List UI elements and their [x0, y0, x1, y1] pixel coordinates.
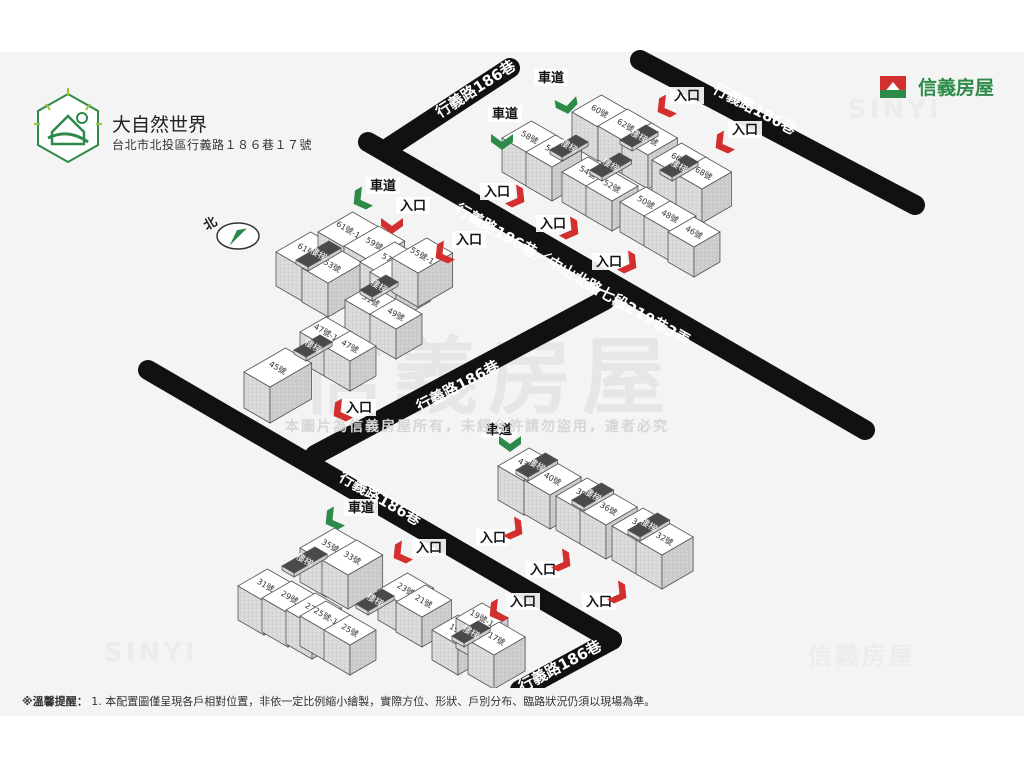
- entrance-label: 入口: [452, 231, 486, 248]
- footnote-text: 1. 本配置圖僅呈現各戶相對位置，非依一定比例縮小繪製，實際方位、形狀、戶別分布…: [91, 695, 656, 708]
- svg-text:車道: 車道: [348, 500, 374, 516]
- svg-text:入口: 入口: [586, 595, 612, 610]
- stairwell-block: 樓梯: [293, 334, 333, 362]
- svg-text:入口: 入口: [732, 123, 758, 138]
- entrance-label: 入口: [476, 529, 510, 546]
- unit-block: 46號: [667, 216, 721, 278]
- footnote-label: ※溫馨提醒：: [22, 695, 88, 708]
- svg-text:入口: 入口: [416, 541, 442, 556]
- watermark-sinyi-bottom: SINYI: [104, 638, 198, 668]
- svg-text:入口: 入口: [456, 233, 482, 248]
- svg-text:入口: 入口: [530, 563, 556, 578]
- entrance-label: 入口: [342, 399, 376, 416]
- driveway-label: 車道: [488, 105, 522, 122]
- watermark-notice: 本圖片為信義房屋所有，未經允許請勿盜用，違者必究: [285, 419, 669, 435]
- unit-block: 25號: [323, 614, 377, 676]
- brand-name: 信義房屋: [918, 76, 995, 99]
- footnote: ※溫馨提醒： 1. 本配置圖僅呈現各戶相對位置，非依一定比例縮小繪製，實際方位、…: [0, 688, 1024, 716]
- svg-text:入口: 入口: [596, 255, 622, 270]
- entrance-label: 入口: [480, 183, 514, 200]
- unit-block: 32號: [635, 521, 694, 590]
- unit-block: 33號: [321, 539, 384, 610]
- svg-text:入口: 入口: [480, 531, 506, 546]
- svg-text:入口: 入口: [674, 89, 700, 104]
- driveway-label: 車道: [534, 69, 568, 86]
- entrance-label: 入口: [412, 539, 446, 556]
- roads: [138, 50, 925, 700]
- entrance-label: 入口: [728, 121, 762, 138]
- svg-text:入口: 入口: [540, 217, 566, 232]
- unit-block: 45號: [243, 347, 313, 424]
- brand-name-wrapper: 信義房屋: [910, 72, 994, 100]
- entrance-label: 入口: [536, 215, 570, 232]
- brand-logo-mark: [880, 76, 906, 98]
- stairwell-block: 樓梯: [359, 274, 399, 302]
- svg-text:車道: 車道: [370, 178, 396, 194]
- unit-block: 17號: [467, 621, 526, 690]
- north-compass: 北: [201, 214, 260, 250]
- driveway-arrow-icon: [499, 436, 521, 452]
- compass-label: 北: [201, 214, 220, 233]
- road-label-lower: 行義路186巷: [335, 467, 425, 529]
- stairwell-block: 樓梯: [515, 452, 559, 482]
- entrance-label: 入口: [526, 561, 560, 578]
- stairwell-block: 樓梯: [295, 240, 342, 272]
- svg-text:入口: 入口: [346, 401, 372, 416]
- project-title: 大自然世界: [112, 114, 208, 136]
- unit-block: 21號: [395, 584, 453, 648]
- driveway-label: 車道: [366, 177, 400, 194]
- road-top-left: [375, 58, 520, 160]
- svg-text:車道: 車道: [492, 106, 518, 122]
- entrance-label: 入口: [582, 593, 616, 610]
- entrance-label: 入口: [396, 197, 430, 214]
- entrance-label: 入口: [506, 593, 540, 610]
- road-bottom: [510, 630, 622, 700]
- svg-text:車道: 車道: [486, 422, 512, 438]
- stairwell-block: 樓梯: [451, 620, 491, 648]
- watermark-brand-bottom: 信義房屋: [808, 642, 916, 670]
- road-diagonal-upper: [358, 132, 875, 440]
- stairwell-block: 樓梯: [355, 588, 395, 616]
- svg-text:入口: 入口: [510, 595, 536, 610]
- svg-text:入口: 入口: [400, 199, 426, 214]
- entrance-arrow-icon: [388, 540, 413, 568]
- svg-text:車道: 車道: [538, 70, 564, 86]
- road-connector: [305, 290, 615, 465]
- driveway-label: 車道: [482, 421, 516, 438]
- stairwell-block: 樓梯: [571, 482, 615, 512]
- unit-block: 49號: [369, 298, 423, 360]
- stairwell-block: 樓梯: [589, 152, 633, 182]
- stairwell-block: 樓梯: [281, 546, 328, 578]
- driveway-label: 車道: [344, 499, 378, 516]
- stairwell-block: 樓梯: [627, 512, 671, 542]
- project-address: 台北市北投區行義路１８６巷１７號: [112, 138, 313, 152]
- stairwell-block: 樓梯: [619, 124, 659, 152]
- unit-block: 53號: [301, 247, 364, 318]
- stairwell-block: 樓梯: [549, 134, 589, 162]
- building-blocks: 60號58號56號62號64號54號52號66號68號50號48號46號樓梯樓梯…: [237, 94, 733, 690]
- stairwell-block: 樓梯: [659, 154, 699, 182]
- unit-block: 47號: [323, 330, 377, 392]
- project-logo-icon: [34, 88, 102, 164]
- entrance-label: 入口: [592, 253, 626, 270]
- svg-text:入口: 入口: [484, 185, 510, 200]
- watermark-sinyi-top: SINYI: [848, 95, 942, 125]
- entrance-label: 入口: [670, 87, 704, 104]
- road-top-right: [630, 50, 925, 215]
